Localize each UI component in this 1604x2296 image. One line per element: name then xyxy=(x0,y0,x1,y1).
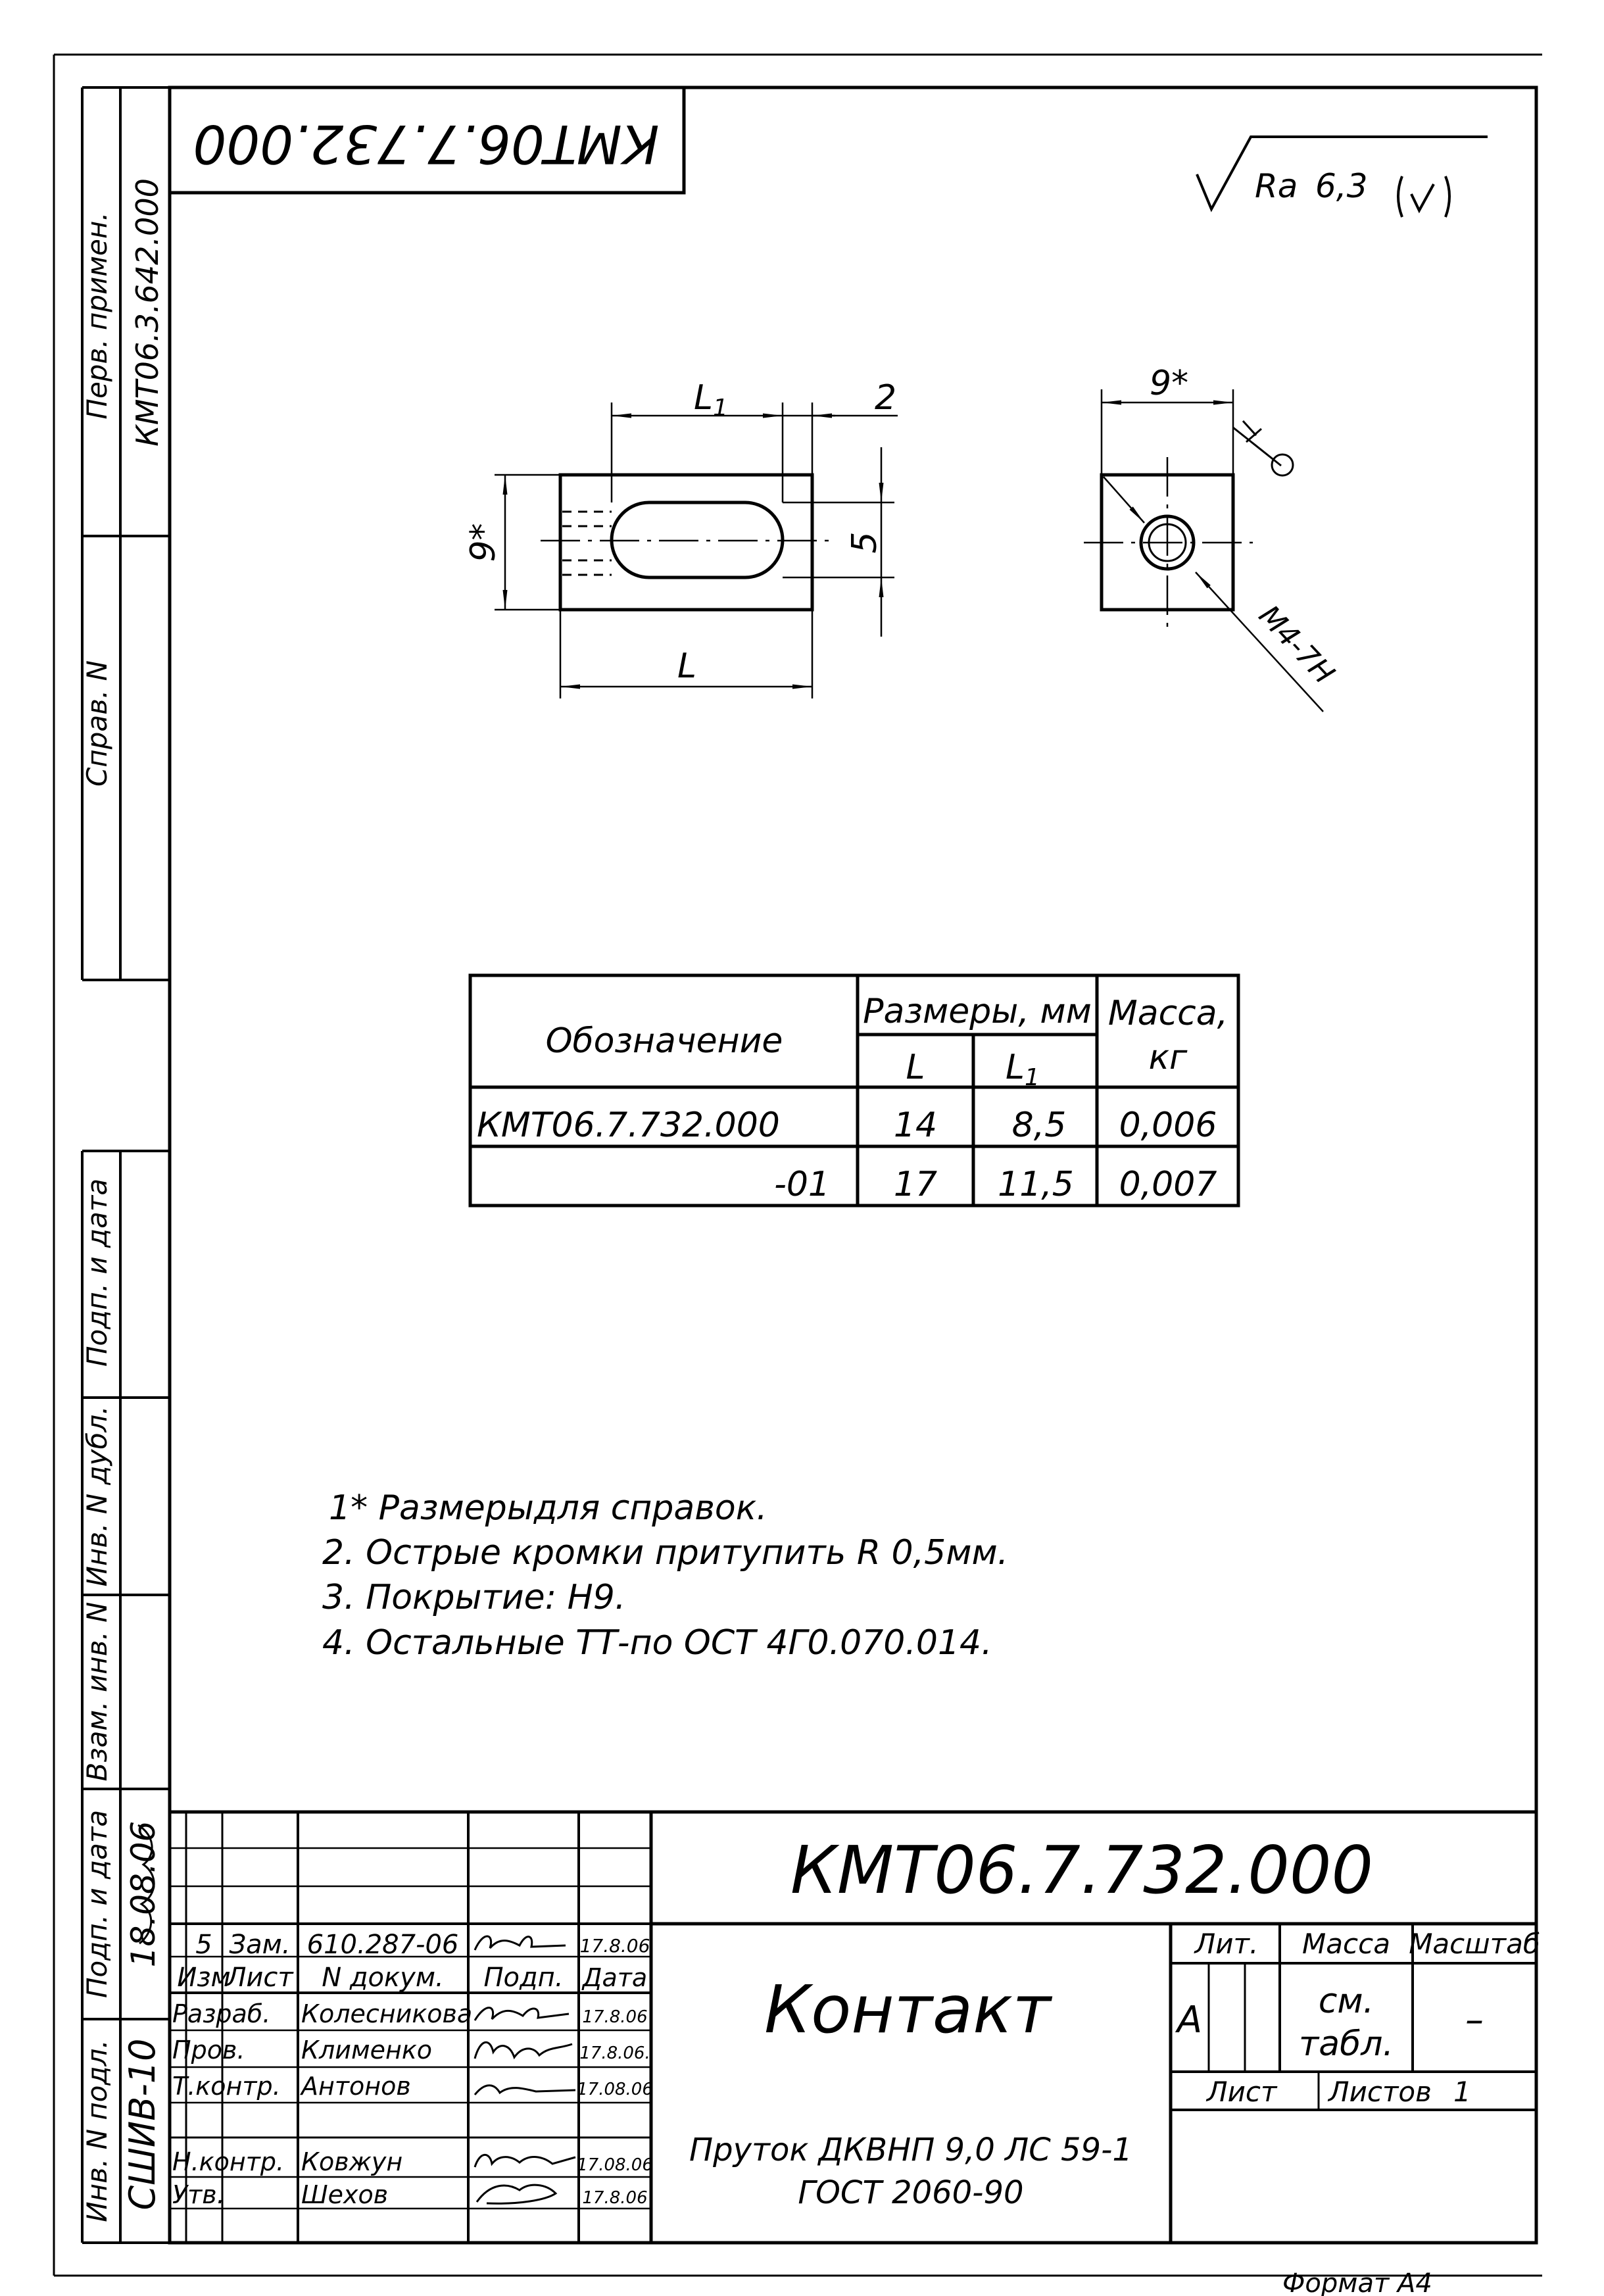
signatures xyxy=(137,1824,576,2205)
name-razrab: Колесникова xyxy=(301,1999,472,2028)
change-date: 17.8.06 xyxy=(580,1935,650,1957)
date-tkontr: 17.08.06 xyxy=(577,2080,653,2099)
note-2: 2. Острые кромки притупить R 0,5мм. xyxy=(322,1533,1008,1573)
signature-utv xyxy=(475,2184,558,2205)
header-list: Лист xyxy=(225,1963,294,1993)
table-header-mass-1: Масса, xyxy=(1108,994,1228,1033)
lit-value: А xyxy=(1175,1999,1202,2041)
listov-label: Листов xyxy=(1327,2076,1432,2108)
signature-prov xyxy=(474,2041,573,2060)
table-row-2-mass: 0,007 xyxy=(1119,1165,1217,1204)
table-col-l: L xyxy=(906,1048,925,1087)
podp-data-2-label: Подп. и дата xyxy=(81,1810,113,1998)
role-razrab: Разраб. xyxy=(172,1999,270,2028)
title-block-name: Контакт xyxy=(764,1971,1052,2048)
dim-9-right-label: 9* xyxy=(1150,364,1188,403)
page-trim xyxy=(53,53,1542,2277)
signature-change xyxy=(474,1935,566,1951)
name-utv: Шехов xyxy=(301,2180,388,2209)
note-1: 1* Размерыдля справок. xyxy=(329,1488,767,1528)
front-view xyxy=(495,403,898,698)
perv-primen-label: Перв. примен. xyxy=(81,212,113,419)
change-list: Зам. xyxy=(229,1930,290,1960)
table-header-designation: Обозначение xyxy=(546,1021,783,1061)
podp-data-label: Подп. и дата xyxy=(81,1179,113,1367)
masshtab-label: Масштаб xyxy=(1409,1928,1540,1960)
role-utv: Утв. xyxy=(172,2180,225,2209)
material-line-1: Пруток ДКВНП 9,0 ЛС 59-1 xyxy=(689,2132,1132,2168)
table-row-1-l: 14 xyxy=(894,1106,937,1145)
masshtab-value: – xyxy=(1465,1999,1484,2041)
header-podp: Подп. xyxy=(483,1963,563,1993)
title-block xyxy=(170,1810,1536,2243)
change-izm: 5 xyxy=(195,1930,212,1960)
left-strip xyxy=(81,86,170,2244)
table-row-1-mass: 0,006 xyxy=(1119,1106,1217,1145)
main-frame xyxy=(168,85,1538,2245)
side-view xyxy=(1084,389,1324,712)
vzam-inv-label: Взам. инв. N xyxy=(81,1602,113,1782)
table-row-1-l1: 8,5 xyxy=(1012,1106,1067,1145)
signature-left-strip xyxy=(137,1824,155,1945)
name-prov: Клименко xyxy=(301,2036,432,2064)
date-razrab: 17.8.06 xyxy=(582,2007,647,2027)
table-header-sizes: Размеры, мм xyxy=(863,992,1092,1031)
thread-label: М4-7Н xyxy=(1252,599,1341,691)
role-prov: Пров. xyxy=(172,2036,245,2064)
signature-nkontr xyxy=(474,2153,576,2168)
role-nkontr: Н.контр. xyxy=(172,2147,284,2176)
roughness-ra: Ra xyxy=(1255,167,1298,205)
note-4: 4. Остальные ТТ-по ОСТ 4Г0.070.014. xyxy=(322,1623,992,1663)
format-label: Формат А4 xyxy=(1282,2268,1432,2296)
inv-dubl-label: Инв. N дубл. xyxy=(81,1405,113,1586)
table-col-l1: L1 xyxy=(1006,1048,1040,1091)
table-row-1-designation: КМТ06.7.732.000 xyxy=(477,1106,780,1145)
dim-l1-label: L1 xyxy=(694,378,728,422)
date-prov: 17.8.06. xyxy=(579,2043,650,2063)
list-label: Лист xyxy=(1205,2076,1278,2108)
listov-value: 1 xyxy=(1453,2076,1471,2108)
sprav-label: Справ. N xyxy=(81,660,113,787)
inv-podl-value: СШИВ-10 xyxy=(122,2038,163,2210)
roughness-symbol xyxy=(1196,135,1488,218)
size-table xyxy=(468,973,1240,1208)
change-doc: 610.287-06 xyxy=(307,1930,459,1960)
dim-5-label: 5 xyxy=(845,531,885,553)
top-stamp-box xyxy=(168,85,686,195)
roughness-value: 6,3 xyxy=(1315,167,1368,205)
signature-razrab xyxy=(474,2007,570,2021)
podp-data-2-value: 18.08.06 xyxy=(124,1821,162,1968)
header-date: Дата xyxy=(581,1963,647,1992)
date-nkontr: 17.08.06 xyxy=(577,2155,653,2175)
massa-value-2: табл. xyxy=(1299,2024,1394,2064)
top-stamp-code: КМТ06.7.732.000 xyxy=(193,113,659,174)
role-tkontr: Т.контр. xyxy=(172,2072,281,2101)
table-row-2-l: 17 xyxy=(894,1165,937,1204)
signature-tkontr xyxy=(474,2084,576,2095)
note-3: 3. Покрытие: Н9. xyxy=(322,1578,625,1617)
massa-label: Масса xyxy=(1302,1928,1390,1960)
table-header-mass-2: кг xyxy=(1149,1038,1188,1077)
material-line-2: ГОСТ 2060-90 xyxy=(798,2174,1023,2211)
title-block-code: КМТ06.7.732.000 xyxy=(790,1832,1373,1909)
dim-9-left-label: 9* xyxy=(464,523,503,562)
name-nkontr: Ковжун xyxy=(301,2147,402,2176)
dim-2-label: 2 xyxy=(875,378,896,418)
perv-primen-value: КМТ06.3.642.000 xyxy=(130,178,165,447)
massa-value-1: см. xyxy=(1319,1982,1374,2021)
header-doc: N докум. xyxy=(322,1963,444,1993)
table-row-2-designation: -01 xyxy=(774,1165,830,1204)
header-izm: Изм xyxy=(177,1963,230,1993)
name-tkontr: Антонов xyxy=(299,2072,411,2101)
dim-l-label: L xyxy=(677,647,696,686)
date-utv: 17.8.06 xyxy=(582,2188,647,2208)
inv-podl-label: Инв. N подл. xyxy=(81,2040,113,2222)
table-row-2-l1: 11,5 xyxy=(998,1165,1074,1204)
lit-label: Лит. xyxy=(1194,1928,1259,1960)
